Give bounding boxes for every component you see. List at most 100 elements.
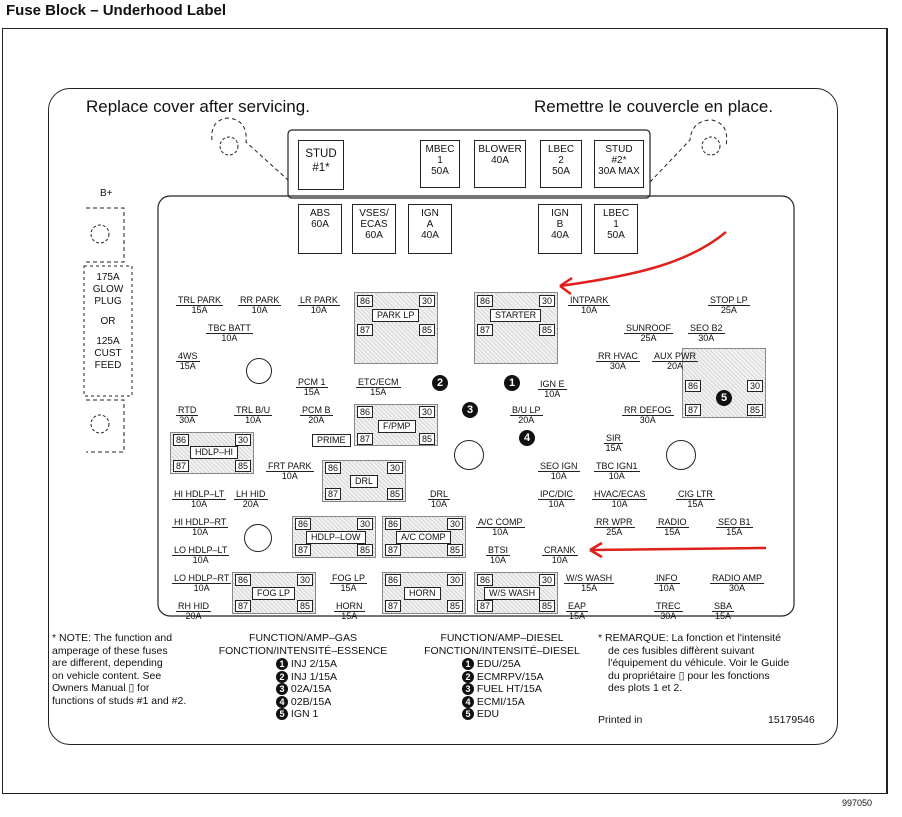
printed-in: Printed in [598,714,643,726]
ws-wash-t86: 86 [477,574,494,586]
hdlp-low-t85: 85 [357,544,374,556]
starter-label: STARTER [490,309,542,322]
relay-5-t85: 85 [747,404,764,416]
fpmp-t30: 30 [419,406,436,418]
starter-t87: 87 [477,324,494,336]
stud-1-box: STUD#1* [298,140,344,190]
fpmp-t85: 85 [419,433,436,445]
page-title: Fuse Block – Underhood Label [6,2,227,19]
horn-label: HORN [404,587,441,600]
relay-5-t86: 86 [685,380,702,392]
drl-t30: 30 [387,462,404,474]
starter-t86: 86 [477,295,494,307]
marker-5: 5 [716,390,732,406]
horn-t85: 85 [447,600,464,612]
fpmp-t87: 87 [357,433,374,445]
fog-lp-t86: 86 [235,574,252,586]
marker-2: 2 [432,375,448,391]
horn-t30: 30 [447,574,464,586]
park-lp-label: PARK LP [372,309,420,322]
hdlp-low-t86: 86 [295,518,312,530]
hdlp-low-t87: 87 [295,544,312,556]
starter-t30: 30 [539,295,556,307]
drl-t87: 87 [325,488,342,500]
park-lp-t85: 85 [419,324,436,336]
ac-comp-t30: 30 [447,518,464,530]
hdlp-low-t30: 30 [357,518,374,530]
mount-circle [246,358,272,384]
ac-comp-label: A/C COMP [396,531,451,544]
fog-lp-t30: 30 [297,574,314,586]
relay-5-t87: 87 [685,404,702,416]
horn-t87: 87 [385,600,402,612]
prime-label: PRIME [312,434,351,447]
ws-wash-t85: 85 [539,600,556,612]
relay-5-t30: 30 [747,380,764,392]
ac-comp-t87: 87 [385,544,402,556]
hdlp-hi-t30: 30 [235,434,252,446]
figure-frame [2,28,888,794]
hdlp-low-label: HDLP–LOW [306,531,366,544]
marker-4: 4 [519,430,535,446]
hdlp-hi-t87: 87 [173,460,190,472]
drl-t86: 86 [325,462,342,474]
cover-note-fr: Remettre le couvercle en place. [534,97,774,116]
b-plus-label: B+ [100,188,113,199]
marker-1: 1 [504,375,520,391]
drl-t85: 85 [387,488,404,500]
ws-wash-label: W/S WASH [484,587,541,600]
hdlp-hi-label: HDLP–HI [190,446,239,459]
manual-icon: ▯ [678,669,685,682]
mount-circle [454,440,484,470]
stud-2-box: STUD#2*30A MAX [594,140,644,188]
starter-t85: 85 [539,324,556,336]
fog-lp-t85: 85 [297,600,314,612]
hdlp-hi-t85: 85 [235,460,252,472]
marker-3: 3 [462,402,478,418]
fpmp-label: F/PMP [378,420,416,433]
park-lp-t86: 86 [357,295,374,307]
note-right: * REMARQUE: La fonction et l'intensité d… [598,632,790,694]
note-left: * NOTE: The function and amperage of the… [52,632,187,707]
